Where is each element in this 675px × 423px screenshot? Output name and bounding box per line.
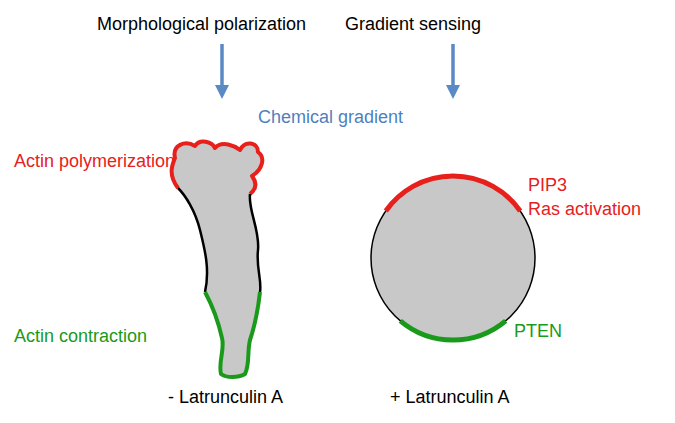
region-label: PTEN [514,320,562,342]
actin-contraction-edge [205,292,260,377]
cell-membrane [178,188,207,292]
actin-polymerization-edge [172,142,263,194]
gradient-label: Chemical gradient [258,106,403,128]
region-label: PIP3 [528,174,567,196]
condition-label: - Latrunculin A [168,386,283,408]
cell-membrane [250,194,261,292]
condition-label: + Latrunculin A [390,386,510,408]
column-heading: Gradient sensing [345,13,481,35]
round-cell [371,176,535,340]
column-heading: Morphological polarization [97,13,306,35]
region-label: Actin polymerization [14,150,175,172]
region-label: Ras activation [528,198,641,220]
pip3-crescent [386,176,520,211]
polarized-cell [171,142,262,377]
pten-crescent [400,321,505,340]
region-label: Actin contraction [14,325,147,347]
gradient-arrow [451,44,455,92]
gradient-arrow [220,44,224,92]
